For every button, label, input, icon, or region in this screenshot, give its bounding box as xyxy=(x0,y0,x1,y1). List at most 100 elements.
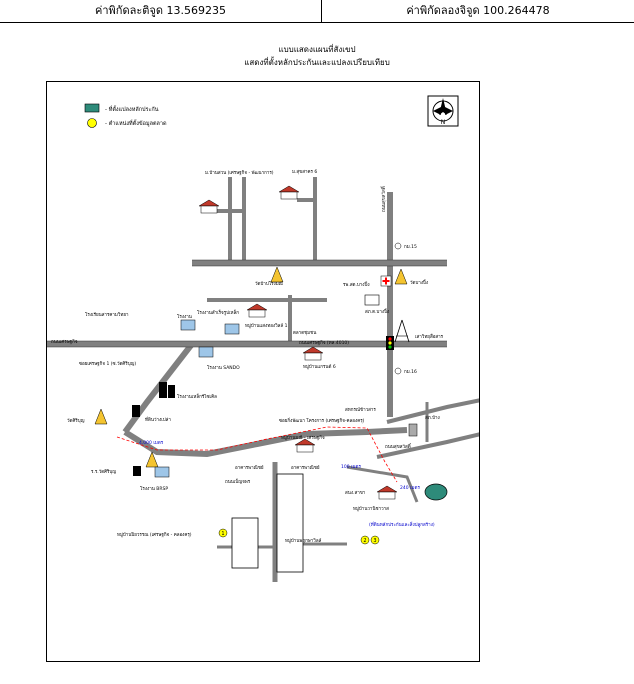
factory-icon xyxy=(180,319,196,331)
market-marker xyxy=(218,528,228,538)
temple-icon xyxy=(94,408,108,425)
bottom-route-road xyxy=(123,427,408,458)
legend-collateral: - ที่ตั้งแปลงหลักประกัน xyxy=(105,105,159,113)
label-property: (ที่ดินหลักประกันและสิ่งปลูกสร้าง) xyxy=(369,521,435,528)
house-icon xyxy=(294,438,316,453)
diagonal-road xyxy=(122,342,195,434)
market-marker xyxy=(360,535,370,545)
building-icon xyxy=(159,382,167,398)
label-village-econ: หมู่บ้านมณี - เศรษฐกิจ xyxy=(281,435,325,441)
longitude-label: ค่าพิกัดลองจิจูด 100.264478 xyxy=(321,0,634,23)
market-legend-marker xyxy=(87,118,97,128)
label-shop-row-1: อาคารพาณิชย์ xyxy=(235,464,264,471)
label-village-6: หมู่บ้านแกรนด์ 6 xyxy=(303,363,336,370)
temple-icons xyxy=(94,266,408,468)
km-marker-icon xyxy=(394,242,402,250)
route-line xyxy=(116,426,398,483)
map-labels: ม.บ้านสวน (เศรษฐกิจ - พัฒนาการ) ม.สุขสาค… xyxy=(51,169,444,544)
coordinate-bar: ค่าพิกัดละติจูด 13.569235 ค่าพิกัดลองจิจ… xyxy=(0,0,634,24)
label-market: ตลาดชุมชน xyxy=(293,330,316,336)
plot-box-right xyxy=(276,473,304,573)
map-subtitle: แสดงที่ตั้งหลักประกันและแปลงเปรียบเทียบ xyxy=(244,58,390,67)
label-soi: ซอยเศรษฐกิจ 1 (ซ.วัดศิริบุญ) xyxy=(79,361,136,367)
north-arrow-icon: N xyxy=(427,95,459,127)
bottom-right-road-2 xyxy=(346,465,419,503)
label-canal: ถนนสุขสวัสดิ์ xyxy=(385,442,412,450)
map-title: แบบแสดงแผนที่สังเขป xyxy=(278,45,356,54)
label-village-bottom: หมู่บ้านวานิชาวาส xyxy=(353,506,389,512)
north-label: N xyxy=(441,119,446,126)
label-village-wide: หมู่บ้านพฤกษาวิลล์ xyxy=(285,537,322,544)
label-village-mid: หมู่บ้านแสงทองวิลล์ 1 xyxy=(245,322,288,329)
temple-icon xyxy=(270,266,284,283)
latitude-label: ค่าพิกัดละติจูด 13.569235 xyxy=(0,0,322,23)
label-temple-b: วัดบางปิ้ง xyxy=(410,279,428,286)
house-icon xyxy=(278,185,300,200)
label-soi-brown: ซอยกิ่งพัฒนา โครงการ (เศรษฐกิจ-คลองครุ) xyxy=(279,417,365,424)
building-icon xyxy=(132,405,140,417)
tower-icon xyxy=(394,319,410,343)
building-icon xyxy=(408,423,418,437)
collateral-property-marker xyxy=(424,483,448,501)
label-km16: กม.16 xyxy=(404,369,417,375)
label-cooperative: สหกรณ์ข้าวสาร xyxy=(345,406,376,413)
label-factory-top: โรงงาน xyxy=(177,313,192,320)
label-temple-left: วัดศิริบุญ xyxy=(67,418,85,424)
legend: - ที่ตั้งแปลงหลักประกัน - ตำแหน่งที่ตั้ง… xyxy=(84,103,167,128)
label-police: สภ.ต.บางปิ้ง xyxy=(365,308,389,315)
label-factory-plant: ที่ดินว่างเปล่า xyxy=(145,416,171,423)
building-icon xyxy=(168,385,175,398)
label-factory-top2: โรงงานสำเร็จรูปเหล็ก xyxy=(197,308,239,316)
right-road-2 xyxy=(376,432,479,459)
label-dist-240: 240 เมตร xyxy=(400,485,420,491)
house-icon xyxy=(198,199,220,214)
label-km15: กม.15 xyxy=(404,244,417,250)
label-village-left-bottom: หมู่บ้านปิยวรรณ (เศรษฐกิจ - คลองครุ) xyxy=(117,532,192,538)
label-hospital: รพ.สต.บางปิ้ง xyxy=(343,281,370,288)
house-icon xyxy=(246,303,268,318)
label-road-vertical: ถนนสุขสวัสดิ์ xyxy=(379,185,387,212)
map-canvas: - ที่ตั้งแปลงหลักประกัน - ตำแหน่งที่ตั้ง… xyxy=(47,95,479,582)
market-marker xyxy=(370,535,380,545)
svg-text:3: 3 xyxy=(373,538,376,544)
label-left-road: ถนนเศรษฐกิจ xyxy=(51,339,78,345)
house-icons xyxy=(198,185,398,500)
label-village-top2: ม.สุขสาคร 6 xyxy=(292,169,317,175)
house-icon xyxy=(376,485,398,500)
svg-text:2: 2 xyxy=(363,538,366,544)
label-dist-100: 100 เมตร xyxy=(341,464,361,470)
svg-text:1: 1 xyxy=(221,531,224,537)
factory-icon xyxy=(198,346,214,358)
label-factory-steel: โรงงานเหล็กรีไซเคิล xyxy=(177,392,217,400)
temple-icon xyxy=(394,268,408,285)
factory-icon xyxy=(154,466,170,478)
label-market-road: ถนนเบ็ญจพร xyxy=(225,477,251,485)
label-subject: สนง.สาขา xyxy=(345,490,366,496)
label-dist-4000: 4,000 เมตร xyxy=(139,440,164,446)
label-school-left: โรงเรียนสารคามวิทยา xyxy=(85,311,129,318)
km-marker-icon xyxy=(394,367,402,375)
label-village-top1: ม.บ้านสวน (เศรษฐกิจ - พัฒนาการ) xyxy=(205,170,274,176)
factory-icon xyxy=(224,323,240,335)
label-temple-a: วัดบ้าปโรงมณี xyxy=(255,280,283,287)
collateral-legend-swatch xyxy=(84,103,100,113)
label-main-road: ถนนเศรษฐกิจ (ทล.4010) xyxy=(299,340,349,346)
label-factory-brsp: โรงงาน BRSP xyxy=(140,485,168,492)
label-school-small: ร.ร.วัดศิริบุญ xyxy=(91,469,116,475)
temple-icon xyxy=(145,451,159,468)
label-factory-sando: โรงงาน SANDO xyxy=(207,364,240,371)
legend-market: - ตำแหน่งที่ตั้งข้อมูลตลาด xyxy=(105,119,167,127)
factory-icons xyxy=(154,319,240,478)
police-station-icon xyxy=(364,294,380,306)
market-markers: 1 2 3 xyxy=(218,528,380,545)
roads xyxy=(47,177,479,582)
label-shop-row-2: อาคารพาณิชย์ xyxy=(291,464,320,471)
sketch-map: - ที่ตั้งแปลงหลักประกัน - ตำแหน่งที่ตั้ง… xyxy=(46,81,480,662)
building-icon xyxy=(133,466,141,476)
hospital-icon xyxy=(380,275,392,287)
plot-box-left xyxy=(231,517,259,569)
label-police-box: สภ.บ้าง xyxy=(425,415,440,421)
house-icon xyxy=(302,346,324,361)
label-tower: เสาวิทยุสื่อสาร xyxy=(415,333,444,340)
right-road-1 xyxy=(386,398,479,424)
